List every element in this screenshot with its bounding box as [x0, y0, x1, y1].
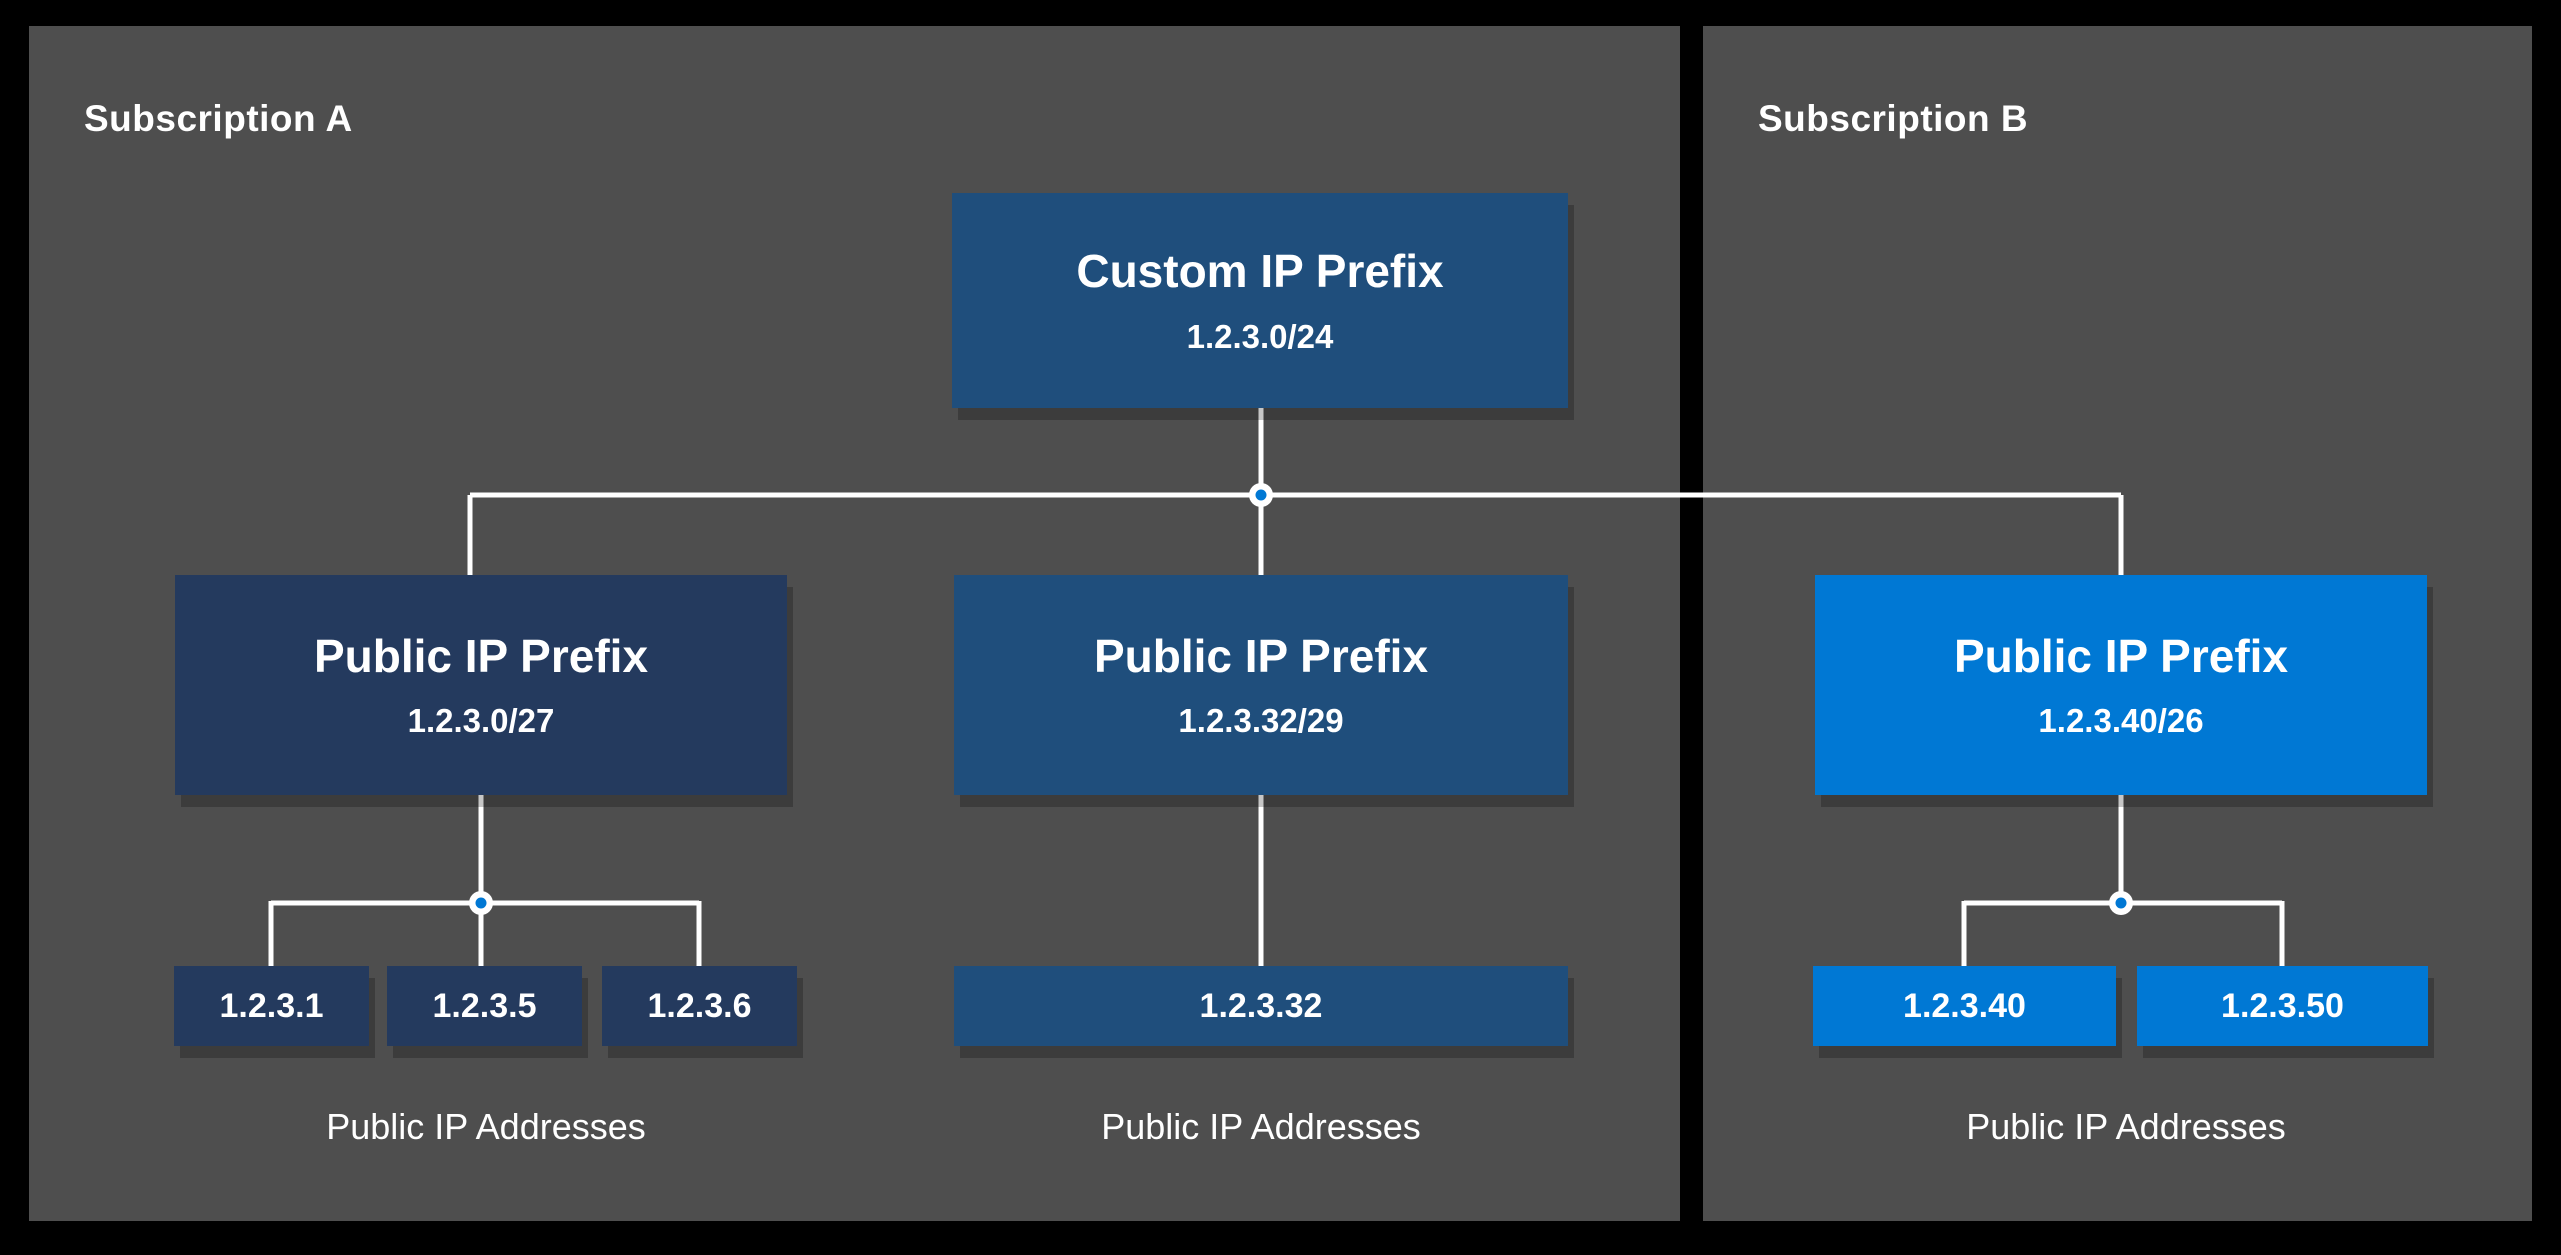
- public-ip-prefix-box-3: Public IP Prefix 1.2.3.40/26: [1815, 575, 2427, 795]
- public-ip-prefix-3-title: Public IP Prefix: [1953, 629, 2289, 682]
- public-ip-addresses-caption-3: Public IP Addresses: [1966, 1106, 2286, 1147]
- public-ip-address-box: 1.2.3.50: [2137, 966, 2428, 1046]
- custom-ip-prefix-cidr: 1.2.3.0/24: [1186, 317, 1334, 355]
- public-ip-prefix-1-cidr: 1.2.3.0/27: [407, 702, 555, 740]
- public-ip-prefix-2-title: Public IP Prefix: [1093, 629, 1429, 682]
- public-ip-prefix-2-cidr: 1.2.3.32/29: [1178, 702, 1344, 740]
- public-ip-addresses-caption-1: Public IP Addresses: [326, 1106, 646, 1147]
- junction-dot-left-fork: [469, 891, 493, 915]
- junction-dot-trunk: [1249, 483, 1273, 507]
- public-ip-address-box: 1.2.3.1: [174, 966, 369, 1046]
- custom-ip-prefix-box: Custom IP Prefix 1.2.3.0/24: [952, 193, 1568, 408]
- custom-ip-prefix-title: Custom IP Prefix: [1076, 245, 1444, 298]
- public-ip-prefix-3-cidr: 1.2.3.40/26: [2038, 702, 2204, 740]
- public-ip-address-box: 1.2.3.40: [1813, 966, 2116, 1046]
- public-ip-prefix-box-2: Public IP Prefix 1.2.3.32/29: [954, 575, 1568, 795]
- public-ip-address-box: 1.2.3.5: [387, 966, 582, 1046]
- public-ip-address-box: 1.2.3.6: [602, 966, 797, 1046]
- subscription-b-label: Subscription B: [1758, 98, 2029, 139]
- public-ip-prefix-1-title: Public IP Prefix: [313, 629, 649, 682]
- public-ip-addresses-caption-2: Public IP Addresses: [1101, 1106, 1421, 1147]
- junction-dot-right-fork: [2109, 891, 2133, 915]
- public-ip-address-box: 1.2.3.32: [954, 966, 1568, 1046]
- public-ip-prefix-box-1: Public IP Prefix 1.2.3.0/27: [175, 575, 787, 795]
- subscription-a-label: Subscription A: [84, 98, 353, 139]
